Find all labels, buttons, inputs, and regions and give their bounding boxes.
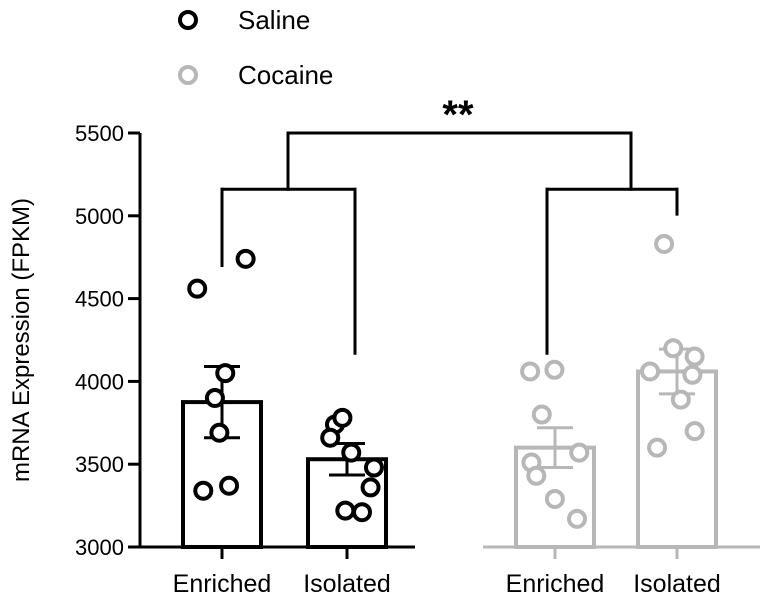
category-label: Isolated <box>633 570 721 598</box>
data-points <box>187 233 705 529</box>
legend-marker-saline <box>178 10 198 30</box>
category-label: Enriched <box>506 570 605 598</box>
category-label: Enriched <box>173 570 272 598</box>
data-point <box>684 421 705 442</box>
category-labels: Enriched Isolated Enriched Isolated <box>173 570 721 598</box>
data-point <box>235 248 256 269</box>
y-tick-label: 5000 <box>75 204 124 229</box>
y-tick-label: 4000 <box>75 369 124 394</box>
bars <box>181 369 718 550</box>
error-bars <box>204 347 695 477</box>
data-point <box>520 361 541 382</box>
data-point <box>654 233 675 254</box>
data-point <box>682 364 703 385</box>
data-point <box>320 427 341 448</box>
data-point <box>531 404 552 425</box>
data-point <box>335 500 356 521</box>
data-point <box>640 361 661 382</box>
data-point <box>360 477 381 498</box>
data-point <box>332 407 353 428</box>
data-point <box>569 442 590 463</box>
data-point <box>663 338 684 359</box>
significance-label: ** <box>442 93 474 137</box>
y-tick-label: 4500 <box>75 287 124 312</box>
y-tick-label: 5500 <box>75 121 124 146</box>
data-point <box>219 475 240 496</box>
y-tick-label: 3500 <box>75 452 124 477</box>
data-point <box>352 502 373 523</box>
y-axis: 3000 3500 4000 4500 5000 5500 <box>75 121 760 560</box>
data-point <box>204 387 225 408</box>
data-point <box>544 359 565 380</box>
significance-brackets <box>220 131 679 355</box>
y-axis-title: mRNA Expression (FPKM) <box>8 198 35 482</box>
data-point <box>193 480 214 501</box>
legend: Saline Cocaine <box>178 5 333 90</box>
data-point <box>684 346 705 367</box>
data-point <box>209 422 230 443</box>
data-point <box>341 442 362 463</box>
data-point <box>670 389 691 410</box>
data-point <box>567 508 588 529</box>
category-label: Isolated <box>303 570 391 598</box>
y-tick-label: 3000 <box>75 535 124 560</box>
data-point <box>187 278 208 299</box>
data-point <box>363 457 384 478</box>
legend-label-saline: Saline <box>238 5 310 35</box>
legend-marker-cocaine <box>178 65 198 85</box>
data-point <box>647 437 668 458</box>
data-point <box>526 465 547 486</box>
legend-label-cocaine: Cocaine <box>238 60 333 90</box>
data-point <box>215 363 236 384</box>
data-point <box>544 488 565 509</box>
